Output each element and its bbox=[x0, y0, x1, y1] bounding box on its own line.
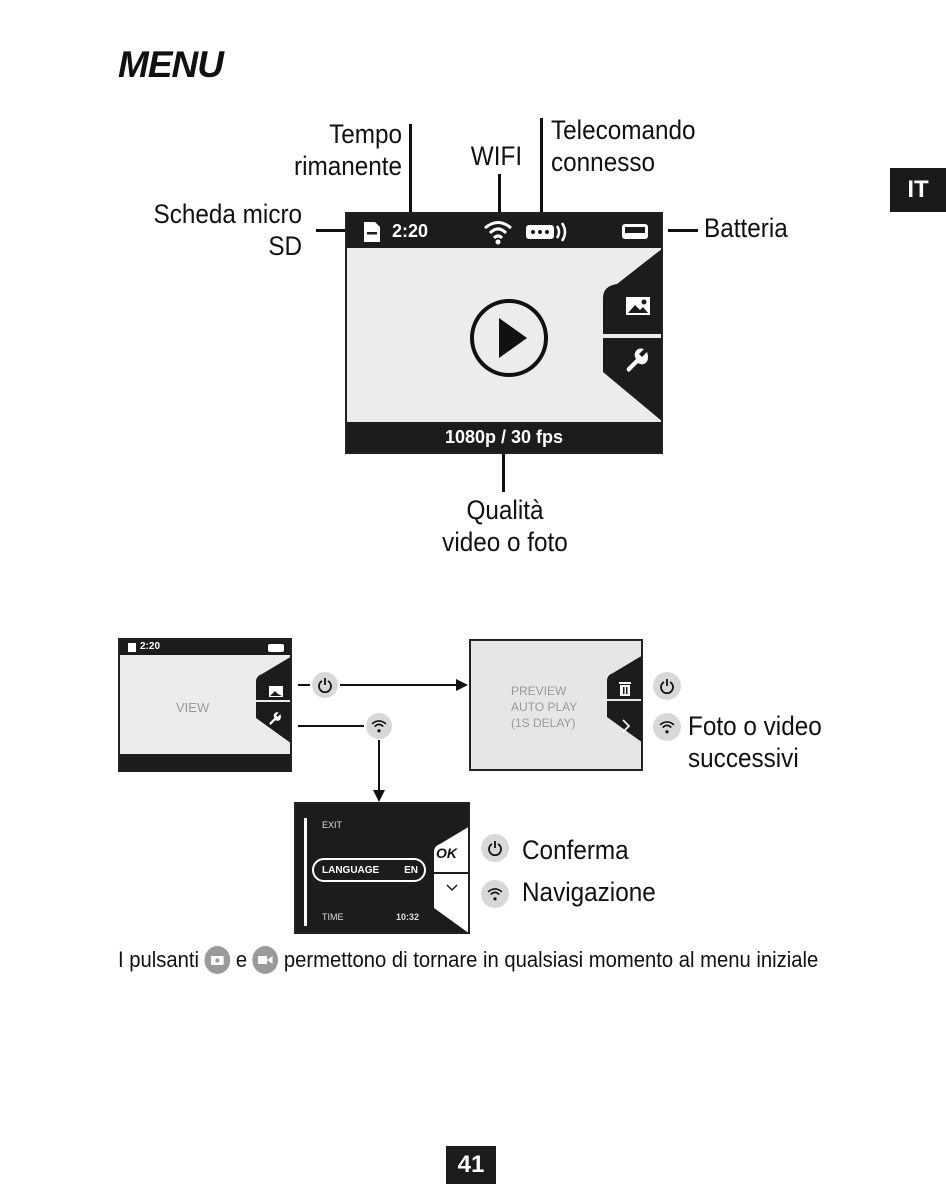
label-qualita-line2: video o foto bbox=[442, 527, 568, 557]
label-telecomando-line2: connesso bbox=[551, 147, 656, 177]
label-telecomando-line1: Telecomando bbox=[551, 115, 696, 145]
wifi-icon bbox=[484, 221, 512, 245]
page-number: 41 bbox=[446, 1146, 496, 1184]
language-value: EN bbox=[404, 865, 418, 876]
preview-line3: (1S DELAY) bbox=[511, 716, 576, 730]
main-top-bar: 2:20 bbox=[347, 214, 661, 248]
label-scheda: Scheda micro SD bbox=[153, 198, 302, 262]
label-next-line2: successivi bbox=[688, 743, 799, 773]
arrow-wifi-stub bbox=[298, 725, 364, 727]
settings-time-value: 10:32 bbox=[396, 912, 420, 922]
label-tempo-line2: rimanente bbox=[293, 151, 402, 181]
settings-wrench-icon[interactable] bbox=[268, 712, 282, 726]
label-batteria: Batteria bbox=[704, 213, 788, 243]
preview-line1: PREVIEW bbox=[511, 684, 567, 698]
label-telecomando: Telecomando connesso bbox=[551, 114, 696, 178]
ok-button[interactable]: OK bbox=[436, 845, 457, 861]
sd-card-icon bbox=[364, 222, 380, 242]
arrowhead-down bbox=[373, 790, 385, 802]
footer-part1: I pulsanti bbox=[118, 947, 200, 972]
preview-line2: AUTO PLAY bbox=[511, 700, 578, 714]
label-next-line1: Foto o video bbox=[688, 711, 822, 741]
connector-qualita bbox=[502, 454, 505, 492]
connector-wifi bbox=[498, 174, 501, 214]
battery-icon bbox=[268, 644, 284, 652]
settings-side-panel bbox=[432, 827, 468, 932]
settings-wrench-icon[interactable] bbox=[625, 348, 649, 374]
view-side-panel bbox=[254, 657, 290, 743]
gallery-icon[interactable] bbox=[625, 296, 651, 316]
language-label: LANGUAGE bbox=[322, 865, 380, 876]
view-bottom-bar bbox=[120, 754, 290, 770]
footer-part2: e bbox=[235, 947, 248, 972]
arrow-power-stub bbox=[298, 684, 310, 686]
settings-screen: EXIT LANGUAGE EN TIME 10:32 OK bbox=[294, 802, 470, 934]
photo-button-icon bbox=[204, 946, 231, 974]
wifi-button-icon bbox=[481, 880, 509, 908]
view-top-bar: 2:20 bbox=[120, 640, 290, 655]
preview-screen: PREVIEW AUTO PLAY (1S DELAY) bbox=[469, 639, 643, 771]
view-label: VIEW bbox=[176, 700, 210, 715]
play-button[interactable] bbox=[469, 298, 549, 378]
trash-icon[interactable] bbox=[619, 682, 631, 696]
settings-item-language[interactable]: LANGUAGE EN bbox=[312, 858, 426, 882]
settings-item-time[interactable]: TIME bbox=[322, 912, 344, 922]
remote-connected-icon bbox=[526, 222, 567, 242]
page-title: MENU bbox=[118, 44, 224, 85]
sd-card-icon bbox=[128, 643, 136, 652]
wifi-button-icon bbox=[366, 713, 392, 739]
power-icon bbox=[312, 672, 338, 698]
chevron-right-icon[interactable] bbox=[621, 719, 631, 733]
power-icon bbox=[653, 672, 681, 700]
main-resolution: 1080p / 30 fps bbox=[347, 422, 661, 452]
chevron-down-icon[interactable] bbox=[446, 884, 458, 892]
connector-tempo bbox=[409, 124, 412, 214]
label-scheda-line2: SD bbox=[268, 231, 302, 261]
label-scheda-line1: Scheda micro bbox=[153, 199, 302, 229]
arrowhead-right bbox=[456, 679, 468, 691]
connector-telecomando bbox=[540, 118, 543, 214]
language-tab: IT bbox=[890, 168, 946, 212]
settings-item-exit[interactable]: EXIT bbox=[322, 820, 343, 830]
connector-batteria bbox=[668, 229, 698, 232]
view-time: 2:20 bbox=[140, 641, 161, 652]
label-qualita: Qualità video o foto bbox=[415, 494, 595, 558]
label-qualita-line1: Qualità bbox=[466, 495, 544, 525]
wifi-button-icon bbox=[653, 713, 681, 741]
main-time: 2:20 bbox=[392, 221, 429, 241]
gallery-icon[interactable] bbox=[269, 686, 283, 697]
label-navigazione: Navigazione bbox=[522, 877, 656, 907]
label-tempo-line1: Tempo bbox=[329, 119, 402, 149]
side-panel bbox=[601, 249, 661, 421]
label-tempo: Tempo rimanente bbox=[294, 118, 402, 182]
footer-part3: permettono di tornare in qualsiasi momen… bbox=[283, 947, 819, 972]
preview-text: PREVIEW AUTO PLAY (1S DELAY) bbox=[511, 683, 577, 731]
footer-note: I pulsanti e permettono di tornare in qu… bbox=[118, 946, 818, 974]
connector-scheda bbox=[316, 229, 346, 232]
battery-icon bbox=[622, 224, 648, 239]
power-icon bbox=[481, 834, 509, 862]
video-button-icon bbox=[252, 946, 279, 974]
label-conferma: Conferma bbox=[522, 835, 629, 865]
label-wifi: WIFI bbox=[470, 141, 523, 171]
label-next-media: Foto o video successivi bbox=[688, 710, 822, 774]
main-screen: 2:20 1080p / 30 fps bbox=[345, 212, 663, 454]
scroll-bar[interactable] bbox=[304, 818, 307, 926]
arrow-to-settings bbox=[378, 740, 380, 792]
arrow-to-preview bbox=[340, 684, 458, 686]
view-screen: 2:20 VIEW bbox=[118, 638, 292, 772]
preview-side-panel bbox=[605, 656, 641, 742]
